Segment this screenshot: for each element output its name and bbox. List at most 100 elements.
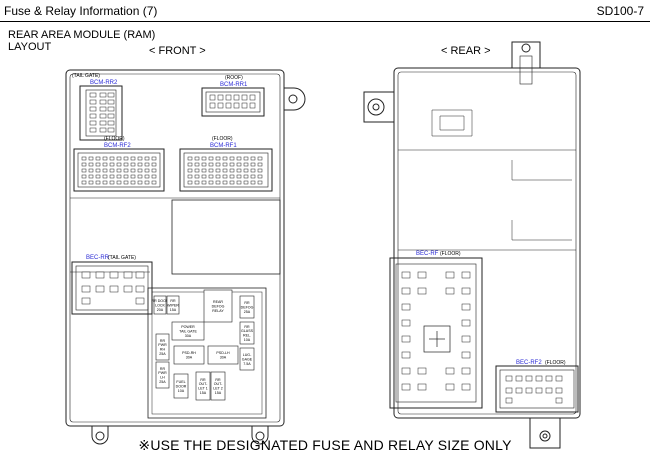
connector-pin (201, 162, 207, 167)
connector-pin (130, 180, 136, 185)
fuse-label-line: REAR (213, 300, 223, 304)
connector-pin (194, 162, 200, 167)
connector-pin (144, 180, 150, 185)
bcm-rf1-location: (FLOOR) (212, 136, 233, 142)
connector-pin (144, 162, 150, 167)
connector-pin (137, 156, 143, 161)
connector-pin (144, 168, 150, 173)
connector-pin (187, 168, 193, 173)
fuse-label-line: 30A (185, 334, 192, 338)
connector-pin (130, 162, 136, 167)
fuse-outline (155, 361, 170, 389)
connector-pin (257, 180, 263, 185)
connector-pin (236, 180, 242, 185)
connector-pin (88, 156, 94, 161)
fuse-label-line: OUT- (199, 382, 208, 386)
connector-pin (109, 180, 115, 185)
fuse-label-line: 10A (178, 389, 185, 393)
fuse-outline (171, 321, 205, 341)
connector-pin (243, 156, 249, 161)
fuse-label-line: 7.5A (243, 362, 251, 366)
connector-bcm-rf2: (FLOOR) BCM-RF2 (73, 136, 165, 192)
connector-pin (236, 156, 242, 161)
fuse-label-line: RR (170, 299, 176, 303)
connector-pin (257, 174, 263, 179)
fuse-outline (239, 321, 255, 345)
connector-pin (194, 180, 200, 185)
bcm-rr1-location: (ROOF) (225, 75, 243, 81)
connector-pin (243, 180, 249, 185)
connector-pin (151, 156, 157, 161)
fuse-label-line: RR (160, 367, 166, 371)
fuse-label-line: GLASS (241, 329, 254, 333)
connector-pin (137, 168, 143, 173)
fuse-label-line: 15A (170, 308, 177, 312)
front-view-label: < FRONT > (149, 45, 206, 57)
connector-pin (144, 156, 150, 161)
bcm-rf1-id: BCM-RF1 (210, 143, 237, 149)
connector-pin (151, 174, 157, 179)
fuse-label-line: 25A (244, 310, 251, 314)
connector-pin (229, 156, 235, 161)
connector-pin (201, 168, 207, 173)
fuse-label-line: PWR (158, 371, 167, 375)
connector-pin (201, 180, 207, 185)
bec-rf-pins (401, 271, 471, 391)
fuse-outline (173, 373, 189, 399)
page-code: SD100-7 (596, 4, 644, 18)
connector-pin (229, 162, 235, 167)
bec-rf2-id: BEC-RF2 (516, 360, 542, 366)
fuse-outline (239, 295, 255, 319)
fuse-label-line: 15A (215, 391, 222, 395)
fuse-outline (239, 347, 255, 371)
connector-pin (95, 180, 101, 185)
bec-rf2-pins (505, 375, 563, 404)
fuse-label-line: LET 1 (198, 387, 208, 391)
connector-pin (187, 174, 193, 179)
connector-pin (208, 180, 214, 185)
connector-pin (102, 174, 108, 179)
connector-pin (208, 156, 214, 161)
bcm-rr1-pins (209, 94, 256, 109)
fuse-label-line: RR DOOR (152, 299, 169, 303)
connector-pin (130, 174, 136, 179)
connector-pin (222, 162, 228, 167)
connector-pin (137, 180, 143, 185)
connector-pin (215, 156, 221, 161)
fuse-label-line: DEFOG (241, 305, 254, 309)
fuse-outline (207, 345, 239, 365)
fuse-label-line: RR (160, 339, 166, 343)
connector-pin (130, 156, 136, 161)
connector-pin (130, 168, 136, 173)
connector-pin (109, 168, 115, 173)
fuse-label-line: OUT- (214, 382, 223, 386)
connector-pin (151, 168, 157, 173)
connector-pin (81, 168, 87, 173)
connector-bec-rr: BEC-RR (TAIL GATE) (71, 255, 153, 315)
connector-pin (187, 180, 193, 185)
connector-pin (116, 168, 122, 173)
connector-pin (88, 174, 94, 179)
fuse-label-line: RELAY (212, 309, 224, 313)
connector-pin (222, 156, 228, 161)
connector-bec-rf2: BEC-RF2 (FLOOR) (495, 360, 579, 413)
connector-pin (215, 180, 221, 185)
fuse-outline (153, 295, 167, 315)
bcm-rf1-pins (187, 156, 263, 185)
connector-pin (222, 174, 228, 179)
connector-pin (116, 174, 122, 179)
connector-pin (194, 174, 200, 179)
fuse-label-line: RR (200, 378, 206, 382)
bcm-rf2-id: BCM-RF2 (104, 143, 131, 149)
bec-rf-center-key (423, 325, 451, 353)
